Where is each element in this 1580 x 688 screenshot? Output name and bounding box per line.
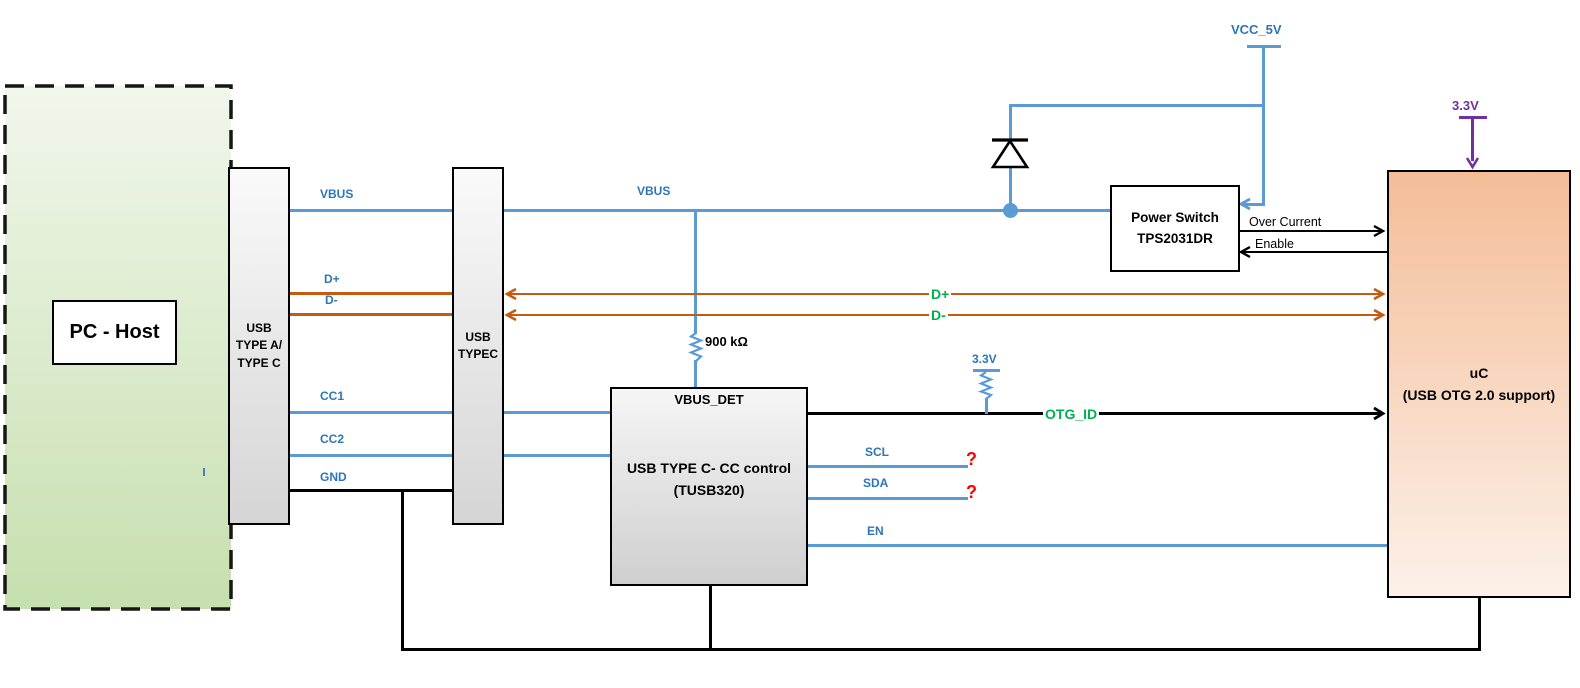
- net-label-vbus-left: VBUS: [320, 187, 354, 201]
- junction-dot: [1003, 203, 1018, 218]
- net-label-dplus-left: D+: [324, 272, 340, 286]
- usb-type-a-label: USB TYPE A/ TYPE C: [235, 320, 283, 370]
- wire-en: [808, 544, 1387, 547]
- net-label-uc-3v3: 3.3V: [1452, 98, 1479, 113]
- net-label-gnd: GND: [320, 470, 347, 484]
- wire-cc2-left: [290, 454, 452, 457]
- wire-pullup-tbar: [973, 369, 1000, 372]
- wire-vbus-mid: [504, 209, 1110, 212]
- usb-typec-connector: USB TYPEC: [452, 167, 504, 525]
- wire-dminus-left: [290, 313, 452, 316]
- signal-label-over-current: Over Current: [1249, 215, 1322, 229]
- net-label-900k: 900 kΩ: [705, 334, 748, 349]
- tusb320-label: USB TYPE C- CC control (TUSB320): [626, 459, 792, 498]
- wire-vbus-left: [290, 209, 452, 212]
- wire-vcc-branch: [1010, 104, 1265, 107]
- net-label-vcc-5v: VCC_5V: [1231, 22, 1282, 37]
- wire-diode-top: [1009, 104, 1012, 141]
- dminus-arrow-left-icon: [504, 308, 517, 322]
- wire-diode-bottom: [1009, 166, 1012, 212]
- question-mark-scl: ?: [966, 449, 977, 469]
- wire-gnd-drop: [401, 489, 404, 651]
- signal-label-enable: Enable: [1255, 237, 1294, 251]
- power-switch-block: Power Switch TPS2031DR: [1110, 185, 1240, 272]
- otg-arrow-icon: [1373, 406, 1386, 421]
- vcc-arrow-icon: [1238, 197, 1251, 211]
- net-label-dminus-left: D-: [325, 293, 338, 307]
- tusb320-block: VBUS_DET USB TYPE C- CC control (TUSB320…: [610, 387, 808, 586]
- wire-uc-gnd: [1478, 598, 1481, 650]
- stray-mark: [203, 468, 205, 476]
- net-label-dminus-right: D-: [929, 307, 948, 323]
- net-label-scl: SCL: [865, 445, 889, 459]
- wire-sda: [808, 497, 968, 500]
- wire-vbus-det-upper: [694, 209, 697, 334]
- wire-over-current: [1240, 230, 1384, 232]
- net-label-vbus-mid: VBUS: [637, 184, 671, 198]
- wire-vcc-elbow: [1243, 203, 1265, 206]
- pc-host-box: PC - Host: [52, 300, 177, 365]
- wire-tusb320-gnd: [709, 586, 712, 650]
- question-mark-sda: ?: [966, 482, 977, 502]
- wire-uc-3v3-vert: [1471, 117, 1474, 161]
- net-label-otg-id: OTG_ID: [1043, 406, 1100, 422]
- wire-dplus-left: [290, 292, 452, 295]
- net-label-cc2: CC2: [320, 432, 345, 446]
- resistor-900k-icon: [688, 332, 704, 362]
- wire-cc1-right: [504, 411, 610, 414]
- wire-vcc-vert: [1262, 46, 1265, 204]
- dplus-arrow-left-icon: [504, 287, 517, 301]
- wire-enable: [1242, 251, 1387, 253]
- wire-ground-bus: [401, 648, 1481, 651]
- uc-label: uC (USB OTG 2.0 support): [1402, 364, 1556, 403]
- net-label-cc1: CC1: [320, 389, 345, 403]
- dminus-arrow-right-icon: [1373, 308, 1386, 322]
- over-current-arrow-icon: [1373, 224, 1386, 238]
- net-label-dplus-right: D+: [929, 286, 952, 302]
- net-label-pullup-3v3: 3.3V: [972, 352, 997, 366]
- wire-vbus-det-lower: [694, 360, 697, 388]
- pc-host-label: PC - Host: [69, 321, 160, 343]
- dplus-arrow-right-icon: [1373, 287, 1386, 301]
- wire-gnd: [290, 489, 453, 492]
- uc-block: uC (USB OTG 2.0 support): [1387, 170, 1571, 598]
- wire-pullup-stub: [985, 398, 988, 414]
- usb-typec-label: USB TYPEC: [457, 329, 498, 361]
- enable-arrow-icon: [1238, 245, 1251, 259]
- wire-cc1-left: [290, 411, 452, 414]
- usb-type-a-connector: USB TYPE A/ TYPE C: [228, 167, 290, 525]
- diode-icon: [990, 138, 1030, 169]
- net-label-en: EN: [867, 524, 884, 538]
- power-switch-label: Power Switch TPS2031DR: [1131, 210, 1219, 246]
- wire-cc2-right: [504, 454, 610, 457]
- pullup-resistor-icon: [977, 371, 994, 400]
- wire-scl: [808, 465, 968, 468]
- tusb320-vbus-det-pin: VBUS_DET: [674, 392, 744, 407]
- net-label-sda: SDA: [863, 476, 889, 490]
- uc-3v3-arrow-icon: [1465, 157, 1480, 170]
